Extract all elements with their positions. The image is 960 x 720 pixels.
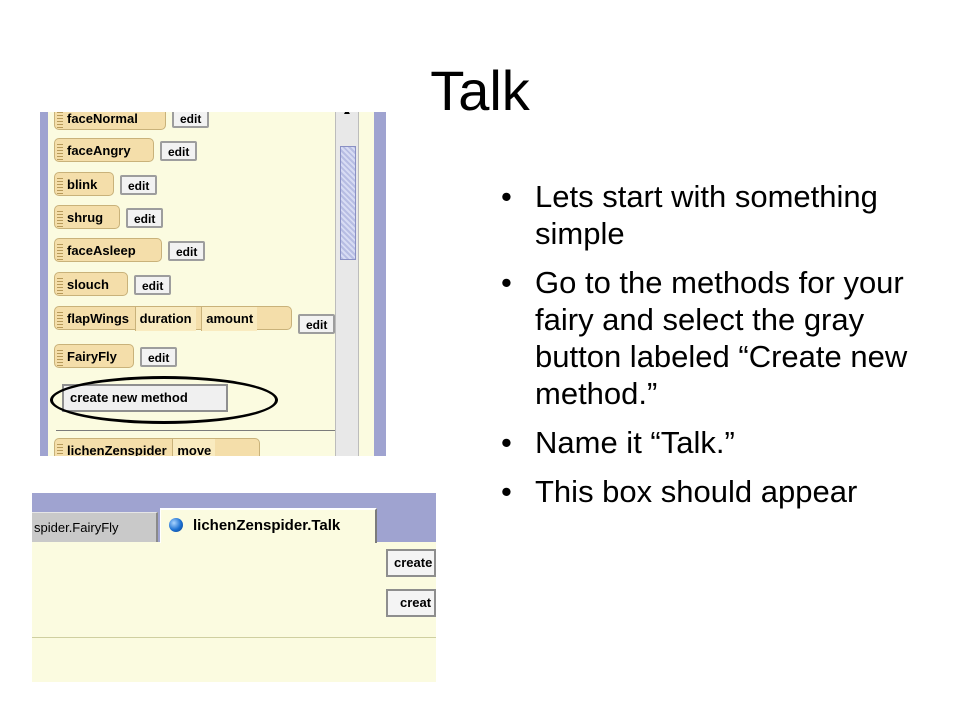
method-tile-slouch[interactable]: slouch (54, 272, 128, 296)
method-ball-icon (169, 518, 183, 532)
edit-button-facenormal[interactable]: edit (172, 112, 210, 128)
panel-right-border (374, 112, 386, 456)
object-name: lichenZenspider (67, 443, 167, 456)
method-tile-faceasleep[interactable]: faceAsleep (54, 238, 162, 262)
editor-screenshot: spider.FairyFly lichenZenspider.Talk cre… (32, 493, 436, 682)
edit-button-faceangry[interactable]: edit (160, 141, 198, 161)
param-duration[interactable]: duration (134, 307, 196, 331)
methods-list-panel: faceNormal edit faceAngry edit blink edi… (48, 112, 374, 456)
method-tile-shrug[interactable]: shrug (54, 205, 120, 229)
bullet-list: • Lets start with something simple • Go to… (497, 178, 917, 522)
tab-talk[interactable]: lichenZenspider.Talk (160, 508, 377, 543)
bullet-dot-icon: • (501, 474, 512, 509)
scroll-up-arrow-icon[interactable]: ▲ (342, 112, 352, 117)
bullet-dot-icon: • (501, 265, 512, 300)
highlight-ellipse (50, 376, 278, 424)
edit-button-flapwings[interactable]: edit (298, 314, 336, 334)
method-name: blink (67, 177, 98, 192)
drag-grip-icon (57, 112, 63, 128)
method-name: slouch (67, 277, 109, 292)
bullet-text: Name it “Talk.” (535, 425, 735, 460)
slide-title: Talk (430, 59, 530, 122)
edit-button-shrug[interactable]: edit (126, 208, 164, 228)
bullet-text: Lets start with something simple (535, 179, 878, 251)
drag-grip-icon (57, 209, 63, 227)
bullet-dot-icon: • (501, 425, 512, 460)
create-button[interactable]: create (386, 549, 436, 577)
drag-grip-icon (57, 442, 63, 456)
bullet-text: This box should appear (535, 474, 858, 509)
drag-grip-icon (57, 310, 63, 328)
method-tile-fairyfly[interactable]: FairyFly (54, 344, 134, 368)
method-tile-blink[interactable]: blink (54, 172, 114, 196)
drag-grip-icon (57, 176, 63, 194)
method-tile-flapwings[interactable]: flapWings duration amount (54, 306, 292, 331)
create-button-2[interactable]: creat (386, 589, 436, 617)
method-name: faceAngry (67, 143, 131, 158)
bullet-item: • Name it “Talk.” (497, 424, 917, 461)
editor-divider (32, 637, 436, 638)
drag-grip-icon (57, 276, 63, 294)
edit-button-blink[interactable]: edit (120, 175, 158, 195)
method-name: FairyFly (67, 349, 117, 364)
drag-grip-icon (57, 348, 63, 366)
bullet-text: Go to the methods for your fairy and sel… (535, 265, 908, 411)
tab-fairyfly[interactable]: spider.FairyFly (32, 512, 158, 542)
edit-button-faceasleep[interactable]: edit (168, 241, 206, 261)
bullet-item: • This box should appear (497, 473, 917, 510)
panel-left-border (40, 112, 48, 456)
bullet-item: • Lets start with something simple (497, 178, 917, 252)
divider (56, 430, 343, 431)
method-name: faceAsleep (67, 243, 136, 258)
method-name: faceNormal (67, 112, 138, 126)
method-name: flapWings (67, 311, 129, 326)
method-name: shrug (67, 210, 104, 225)
action-move[interactable]: move (172, 439, 216, 456)
method-tile-facenormal[interactable]: faceNormal (54, 112, 166, 130)
bullet-dot-icon: • (501, 179, 512, 214)
method-tile-lichenzenspider[interactable]: lichenZenspider move (54, 438, 260, 456)
edit-button-fairyfly[interactable]: edit (140, 347, 178, 367)
param-amount[interactable]: amount (201, 307, 258, 331)
drag-grip-icon (57, 142, 63, 160)
bullet-item: • Go to the methods for your fairy and se… (497, 264, 917, 412)
tab-talk-label: lichenZenspider.Talk (193, 517, 341, 534)
method-tile-faceangry[interactable]: faceAngry (54, 138, 154, 162)
methods-panel-screenshot: faceNormal edit faceAngry edit blink edi… (40, 112, 386, 456)
scrollbar-thumb[interactable] (340, 146, 356, 260)
panel-right-area (360, 112, 374, 456)
edit-button-slouch[interactable]: edit (134, 275, 172, 295)
drag-grip-icon (57, 242, 63, 260)
